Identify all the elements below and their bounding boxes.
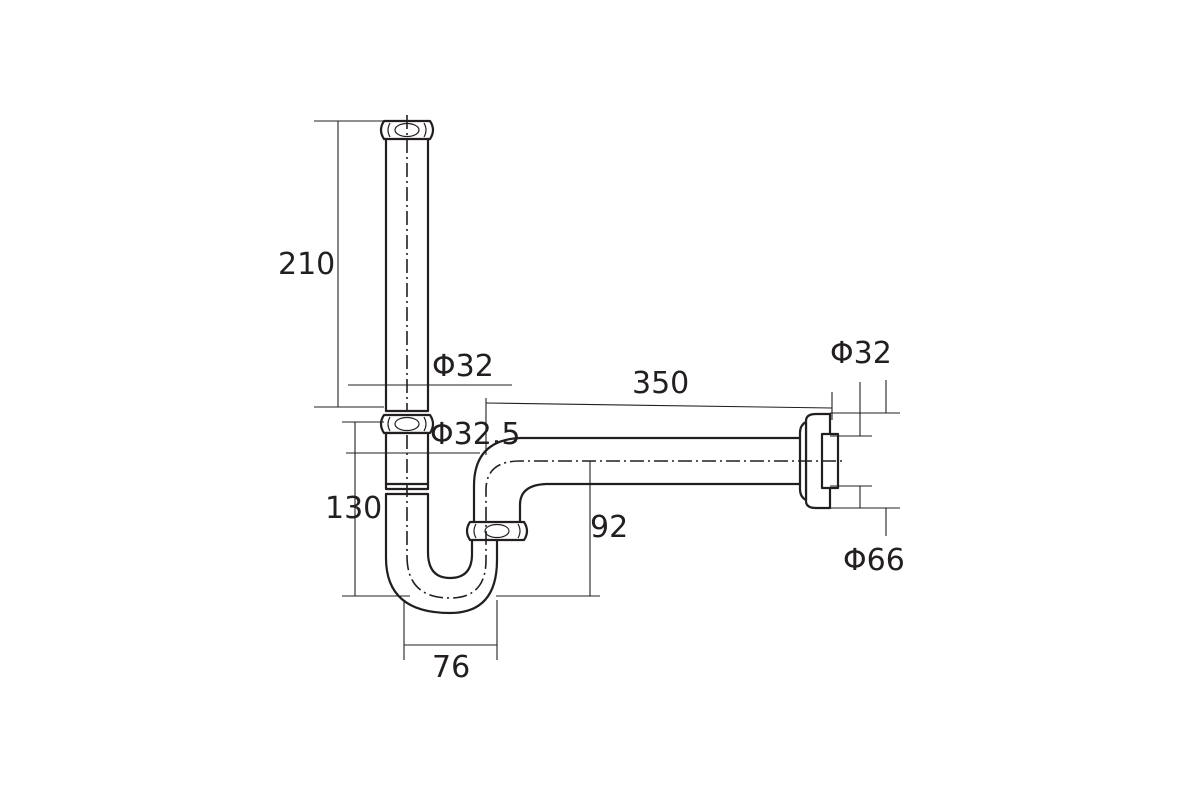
dim-outlet-length: 350	[485, 366, 833, 455]
label-trap-height: 130	[325, 491, 382, 526]
label-outlet-diameter: Φ32	[830, 336, 892, 371]
dim-trap-height: 130	[325, 421, 410, 597]
label-flange-diameter: Φ66	[843, 543, 905, 578]
dim-outlet-height: 92	[496, 461, 628, 597]
label-outlet-length: 350	[632, 366, 689, 401]
dim-inlet-diameter: Φ32.5	[346, 417, 520, 454]
dim-trap-width: 76	[403, 600, 498, 685]
middle-slip-nut-icon	[379, 413, 435, 435]
label-tailpiece-diameter: Φ32	[432, 349, 494, 384]
dim-tailpiece-diameter: Φ32	[348, 349, 512, 386]
dim-flange-diameter: Φ66	[830, 380, 905, 578]
outlet-arm	[472, 436, 808, 524]
dim-tailpiece-height: 210	[278, 120, 384, 408]
top-slip-nut-icon	[379, 119, 435, 141]
label-outlet-height: 92	[590, 510, 628, 545]
label-tailpiece-height: 210	[278, 247, 335, 282]
label-inlet-diameter: Φ32.5	[430, 417, 520, 452]
label-trap-width: 76	[432, 650, 470, 685]
center-lines	[406, 115, 845, 599]
trap-slip-nut-icon	[465, 520, 529, 542]
dim-outlet-diameter: Φ32	[830, 336, 892, 508]
